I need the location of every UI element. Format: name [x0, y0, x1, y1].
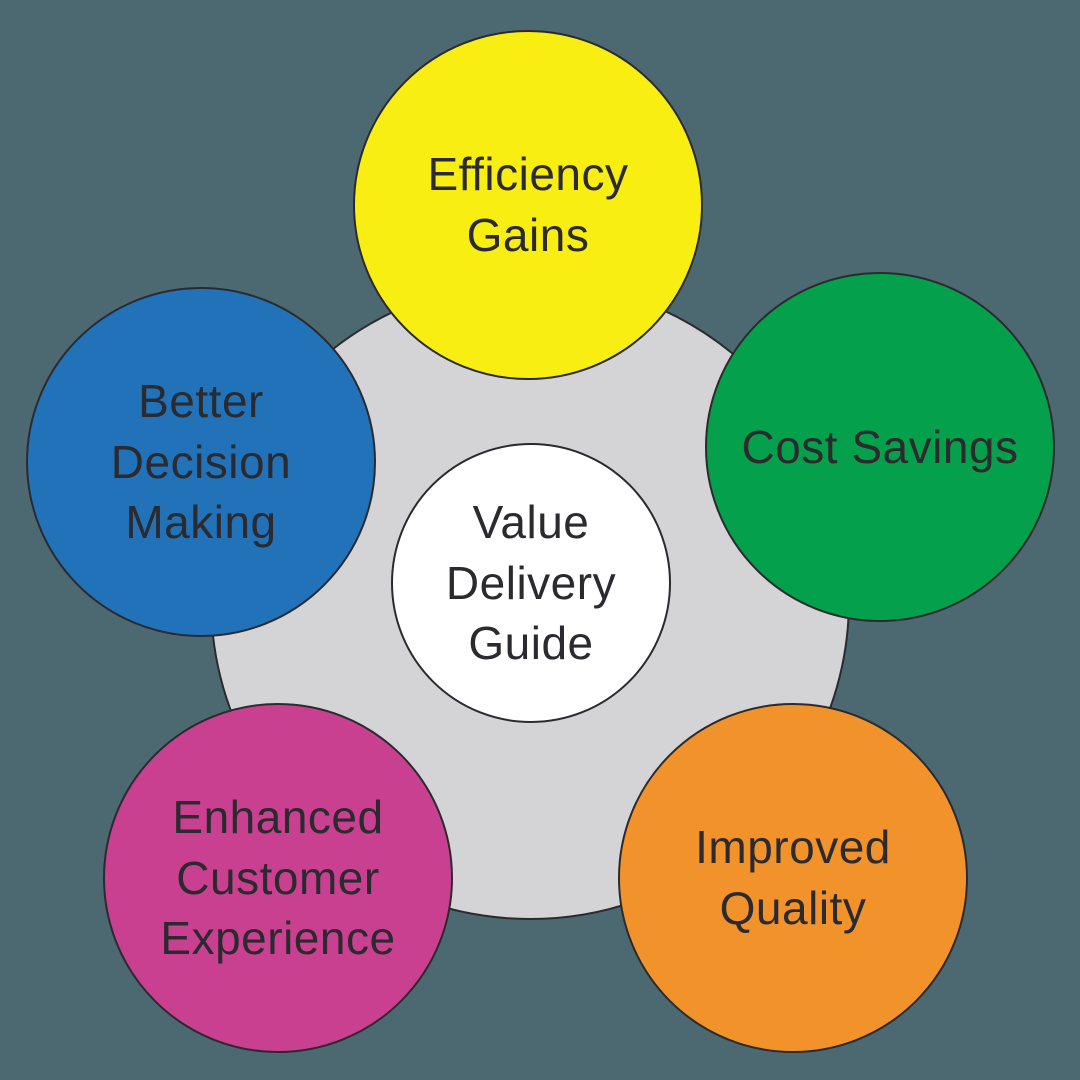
node-improved-quality-label: Improved Quality	[695, 821, 891, 934]
node-improved-quality: Improved Quality	[618, 703, 968, 1053]
center-title: Value Delivery Guide	[445, 495, 617, 670]
node-efficiency-gains-label: Efficiency Gains	[427, 148, 629, 261]
node-enhanced-customer-experience-label: Enhanced Customer Experience	[160, 790, 396, 965]
center-circle: Value Delivery Guide	[391, 443, 671, 723]
node-better-decision-making-label: Better Decision Making	[110, 374, 292, 549]
node-enhanced-customer-experience: Enhanced Customer Experience	[103, 703, 453, 1053]
node-cost-savings-label: Cost Savings	[741, 420, 1019, 473]
node-efficiency-gains: Efficiency Gains	[353, 30, 703, 380]
node-cost-savings: Cost Savings	[705, 272, 1055, 622]
node-better-decision-making: Better Decision Making	[26, 287, 376, 637]
